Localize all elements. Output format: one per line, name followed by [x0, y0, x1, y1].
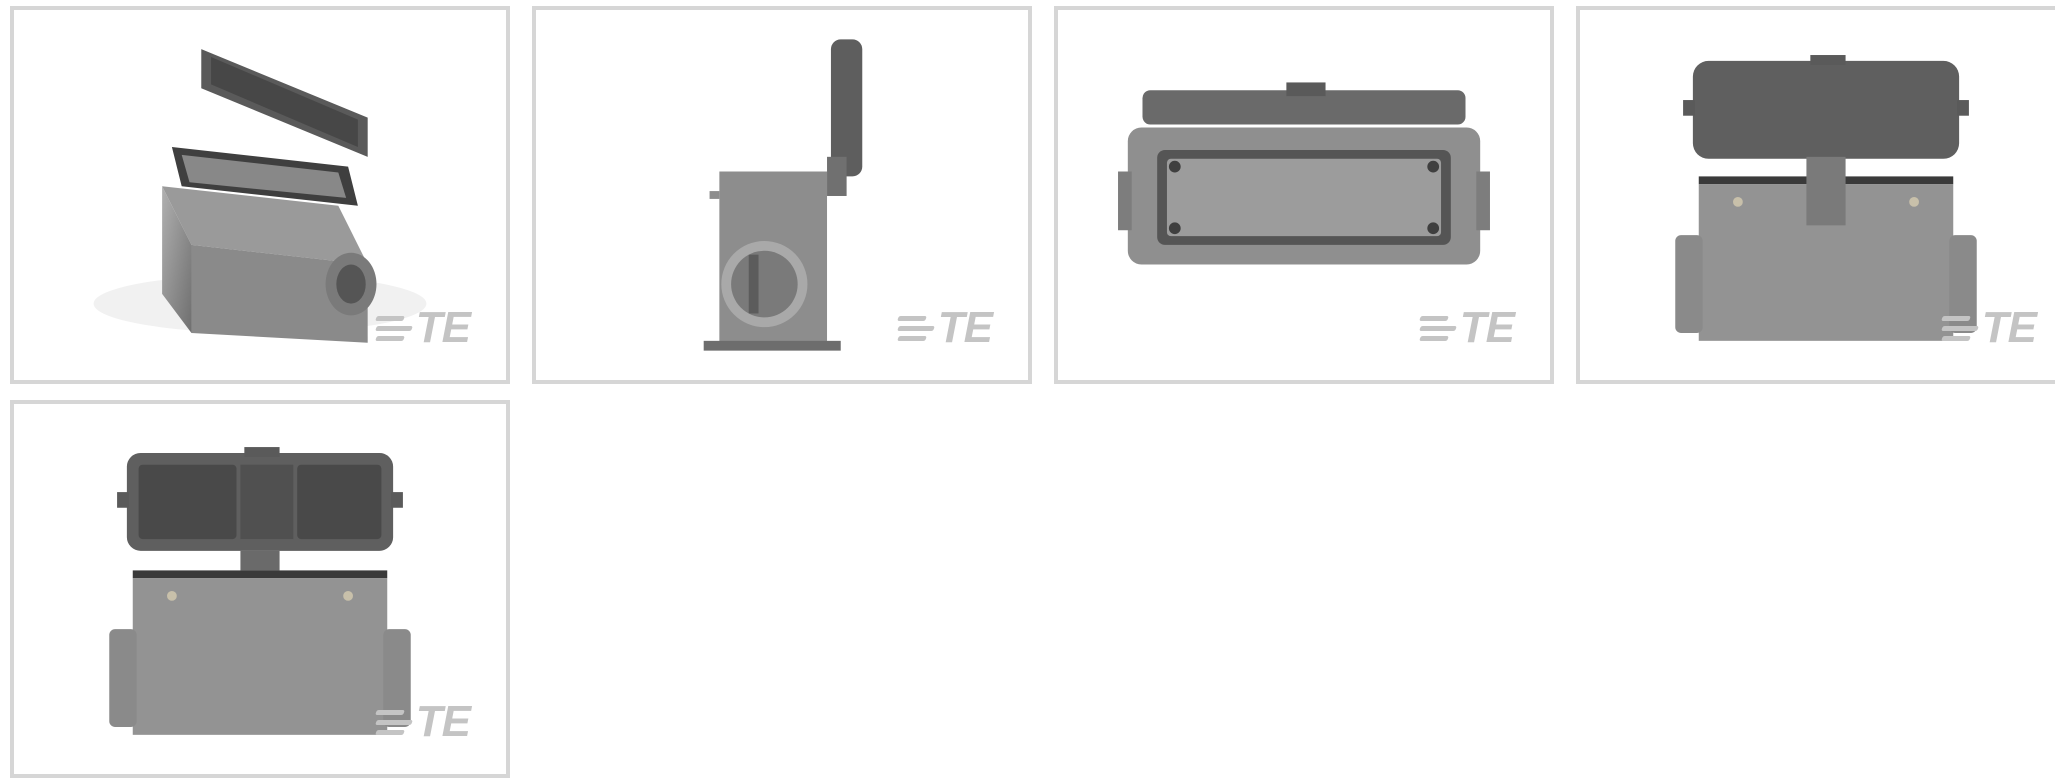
- gallery-thumbnail-top[interactable]: TE: [1054, 6, 1554, 384]
- housing-rear-image: [1675, 55, 1977, 341]
- te-logo-watermark: TE: [374, 306, 471, 350]
- gallery-thumbnail-side[interactable]: TE: [532, 6, 1032, 384]
- housing-isometric-image: [93, 49, 427, 343]
- gallery-thumbnail-front[interactable]: TE: [10, 400, 510, 778]
- te-logo-watermark: TE: [374, 700, 471, 744]
- te-logo-watermark: TE: [1940, 306, 2037, 350]
- housing-front-image: [109, 447, 411, 735]
- te-logo-watermark: TE: [896, 306, 993, 350]
- housing-top-image: [1118, 82, 1490, 265]
- gallery-thumbnail-isometric[interactable]: TE: [10, 6, 510, 384]
- gallery-thumbnail-rear[interactable]: TE: [1576, 6, 2055, 384]
- housing-side-image: [703, 39, 863, 351]
- te-logo-watermark: TE: [1418, 306, 1515, 350]
